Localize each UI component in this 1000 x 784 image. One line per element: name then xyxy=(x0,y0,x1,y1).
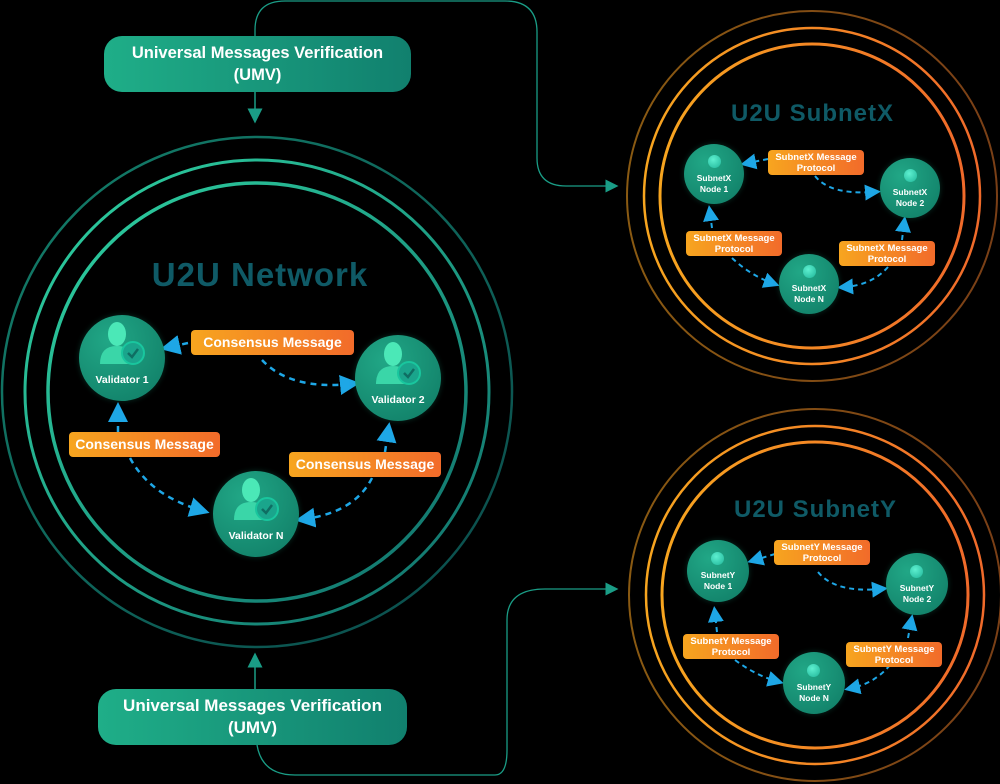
subnetx-ring-outer xyxy=(626,10,998,382)
subnetx-node-1-label: SubnetX Node 1 xyxy=(696,173,732,194)
subnety-ring-inner xyxy=(660,440,970,750)
umv-bottom-box[interactable]: Universal Messages Verification (UMV) xyxy=(98,689,407,745)
msg-arrow-to-validator-1 xyxy=(160,335,189,355)
subnetx-arrow-to-node-n xyxy=(731,257,780,288)
subnetx-node-n[interactable]: SubnetX Node N xyxy=(779,254,839,314)
user-check-icon xyxy=(376,342,421,385)
msg-arrow-to-validator-n xyxy=(128,457,210,517)
umv-top-label: Universal Messages Verification xyxy=(131,44,384,62)
consensus-message-tag-top: Consensus Message xyxy=(191,330,354,355)
node-orb-icon xyxy=(803,265,816,278)
subnety-node-2-label: SubnetY Node 2 xyxy=(899,583,935,604)
subnety-node-n-label: SubnetY Node N xyxy=(796,682,832,703)
subnetx-arrow-to-node-n-right xyxy=(837,266,889,295)
subnetx-arrow-to-node-1 xyxy=(740,153,769,170)
subnety-message-tag-left: SubnetY Message Protocol xyxy=(683,634,779,659)
validator-n-node[interactable]: Validator N xyxy=(213,471,299,557)
subnety-arrow-up-to-node-1 xyxy=(707,606,724,633)
validator-2-node[interactable]: Validator 2 xyxy=(355,335,441,421)
consensus-message-tag-left: Consensus Message xyxy=(69,432,220,457)
network-title: U2U Network xyxy=(151,256,369,293)
node-orb-icon xyxy=(910,565,923,578)
subnety-arrow-to-node-2 xyxy=(817,571,888,598)
umv-top-sublabel: (UMV) xyxy=(233,66,282,84)
validator-1-node[interactable]: Validator 1 xyxy=(79,315,165,401)
subnety-node-1-label: SubnetY Node 1 xyxy=(700,570,736,591)
subnety-title: U2U SubnetY xyxy=(733,496,897,523)
consensus-message-tag-right: Consensus Message xyxy=(289,452,441,477)
subnetx-arrow-up-to-node-2 xyxy=(895,216,911,241)
subnetx-ring-middle xyxy=(642,26,982,366)
node-orb-icon xyxy=(904,169,917,182)
network-ring-outer xyxy=(0,135,514,649)
subnetx-arrow-to-node-2 xyxy=(814,175,881,201)
subnety-message-tag-top: SubnetY Message Protocol xyxy=(774,540,870,565)
validator-n-label: Validator N xyxy=(228,530,284,542)
subnetx-node-2-label: SubnetX Node 2 xyxy=(892,187,928,208)
subnety-node-1[interactable]: SubnetY Node 1 xyxy=(687,540,749,602)
user-check-icon xyxy=(100,322,145,365)
subnety-arrow-to-node-n-right xyxy=(844,664,891,695)
subnetx-message-tag-right: SubnetX Message Protocol xyxy=(839,241,935,266)
umv-bottom-label: Universal Messages Verification xyxy=(123,696,382,715)
umv-top-box[interactable]: Universal Messages Verification (UMV) xyxy=(104,36,411,92)
subnety-node-2[interactable]: SubnetY Node 2 xyxy=(886,553,948,615)
subnety-ring-middle xyxy=(644,424,986,766)
subnetx-message-tag-left: SubnetX Message Protocol xyxy=(686,231,782,256)
subnety-message-tag-right: SubnetY Message Protocol xyxy=(846,642,942,667)
subnetx-node-2[interactable]: SubnetX Node 2 xyxy=(880,158,940,218)
msg-arrow-up-to-validator-2 xyxy=(376,422,397,453)
msg-arrow-to-validator-n-right xyxy=(295,477,374,528)
umv-bottom-to-subnety-connector xyxy=(256,582,619,776)
subnetx-node-1[interactable]: SubnetX Node 1 xyxy=(684,144,744,204)
network-ring-inner xyxy=(46,181,468,603)
subnety-arrow-up-to-node-2 xyxy=(901,614,918,639)
subnetx-message-tag-top: SubnetX Message Protocol xyxy=(768,150,864,175)
node-orb-icon xyxy=(708,155,721,168)
subnety-ring-outer xyxy=(628,408,1000,782)
subnetx-node-n-label: SubnetX Node N xyxy=(791,283,827,304)
network-ring-middle xyxy=(23,158,491,626)
subnetx-arrow-up-to-node-1 xyxy=(703,205,719,229)
subnetx-title: U2U SubnetX xyxy=(730,100,894,127)
subnetx-ring-inner xyxy=(658,42,966,350)
validator-1-label: Validator 1 xyxy=(95,374,149,386)
subnety-arrow-to-node-1 xyxy=(747,550,776,566)
subnety-node-n[interactable]: SubnetY Node N xyxy=(783,652,845,714)
validator-2-label: Validator 2 xyxy=(371,394,425,406)
user-check-icon xyxy=(234,478,279,521)
node-orb-icon xyxy=(807,664,820,677)
subnety-arrow-to-node-n xyxy=(734,659,784,687)
umv-top-to-subnetx-connector xyxy=(254,0,619,193)
node-orb-icon xyxy=(711,552,724,565)
msg-arrow-to-validator-2 xyxy=(261,359,360,395)
umv-bottom-sublabel: (UMV) xyxy=(227,718,278,737)
